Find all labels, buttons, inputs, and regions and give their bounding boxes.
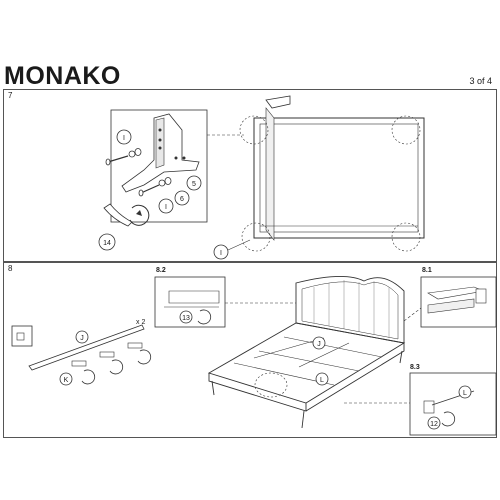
svg-text:I: I: [165, 204, 167, 211]
step-number: 8: [8, 264, 13, 273]
corner-detail: [239, 115, 269, 145]
corner-detail: [391, 115, 421, 145]
step-7-panel: 7 I: [3, 89, 497, 262]
svg-text:12: 12: [430, 421, 438, 428]
svg-text:5: 5: [192, 181, 196, 188]
detail-8-2: [154, 276, 226, 328]
step-7-illustration: I 5 6 I 14: [98, 95, 425, 260]
detail-8-3: [409, 372, 497, 436]
svg-text:14: 14: [103, 240, 111, 247]
callout-k-parts: K: [59, 372, 73, 386]
bolt-lower: [138, 177, 172, 197]
allen-key-icon: [103, 203, 133, 227]
step-8-panel: 8 8.2 8.1 8.3 J x 2 K 13: [3, 262, 497, 438]
svg-text:L: L: [320, 377, 324, 384]
bolt-upper: [105, 148, 142, 166]
callout-13: 13: [179, 310, 193, 324]
detail-box: [110, 109, 208, 223]
step-number: 7: [8, 91, 13, 100]
product-title: MONAKO: [4, 62, 121, 90]
callout-j-parts: J: [75, 330, 89, 344]
svg-text:6: 6: [180, 196, 184, 203]
bed-perspective-view: [207, 276, 406, 429]
callout-j-bed: J: [312, 336, 326, 350]
callout-l-detail: L: [458, 385, 472, 399]
callout-6: 6: [174, 190, 190, 206]
callout-i-mid: I: [158, 198, 174, 214]
step-8-illustration: J x 2 K 13: [11, 276, 497, 436]
detail-8-1: [420, 276, 497, 328]
substep-label: 8.1: [422, 267, 432, 274]
callout-14: 14: [98, 233, 116, 251]
svg-text:L: L: [463, 390, 467, 397]
rail-part: [28, 324, 145, 371]
svg-text:13: 13: [182, 315, 190, 322]
callout-12: 12: [427, 416, 441, 430]
svg-text:K: K: [64, 377, 69, 384]
callout-i-frame: I: [213, 244, 229, 260]
parts-box-icon: [11, 325, 33, 347]
quantity-label: x 2: [136, 319, 145, 326]
page-number: 3 of 4: [469, 76, 492, 86]
svg-text:J: J: [317, 341, 321, 348]
callout-l-bed: L: [315, 372, 329, 386]
callout-i-top: I: [116, 129, 132, 145]
bed-frame-top-view: [253, 95, 425, 241]
svg-text:J: J: [80, 335, 84, 342]
svg-text:I: I: [123, 135, 125, 142]
substep-label: 8.2: [156, 267, 166, 274]
substep-label: 8.3: [410, 364, 420, 371]
callout-5: 5: [186, 175, 202, 191]
svg-text:I: I: [220, 250, 222, 257]
corner-detail: [391, 222, 421, 252]
corner-detail: [241, 222, 271, 252]
